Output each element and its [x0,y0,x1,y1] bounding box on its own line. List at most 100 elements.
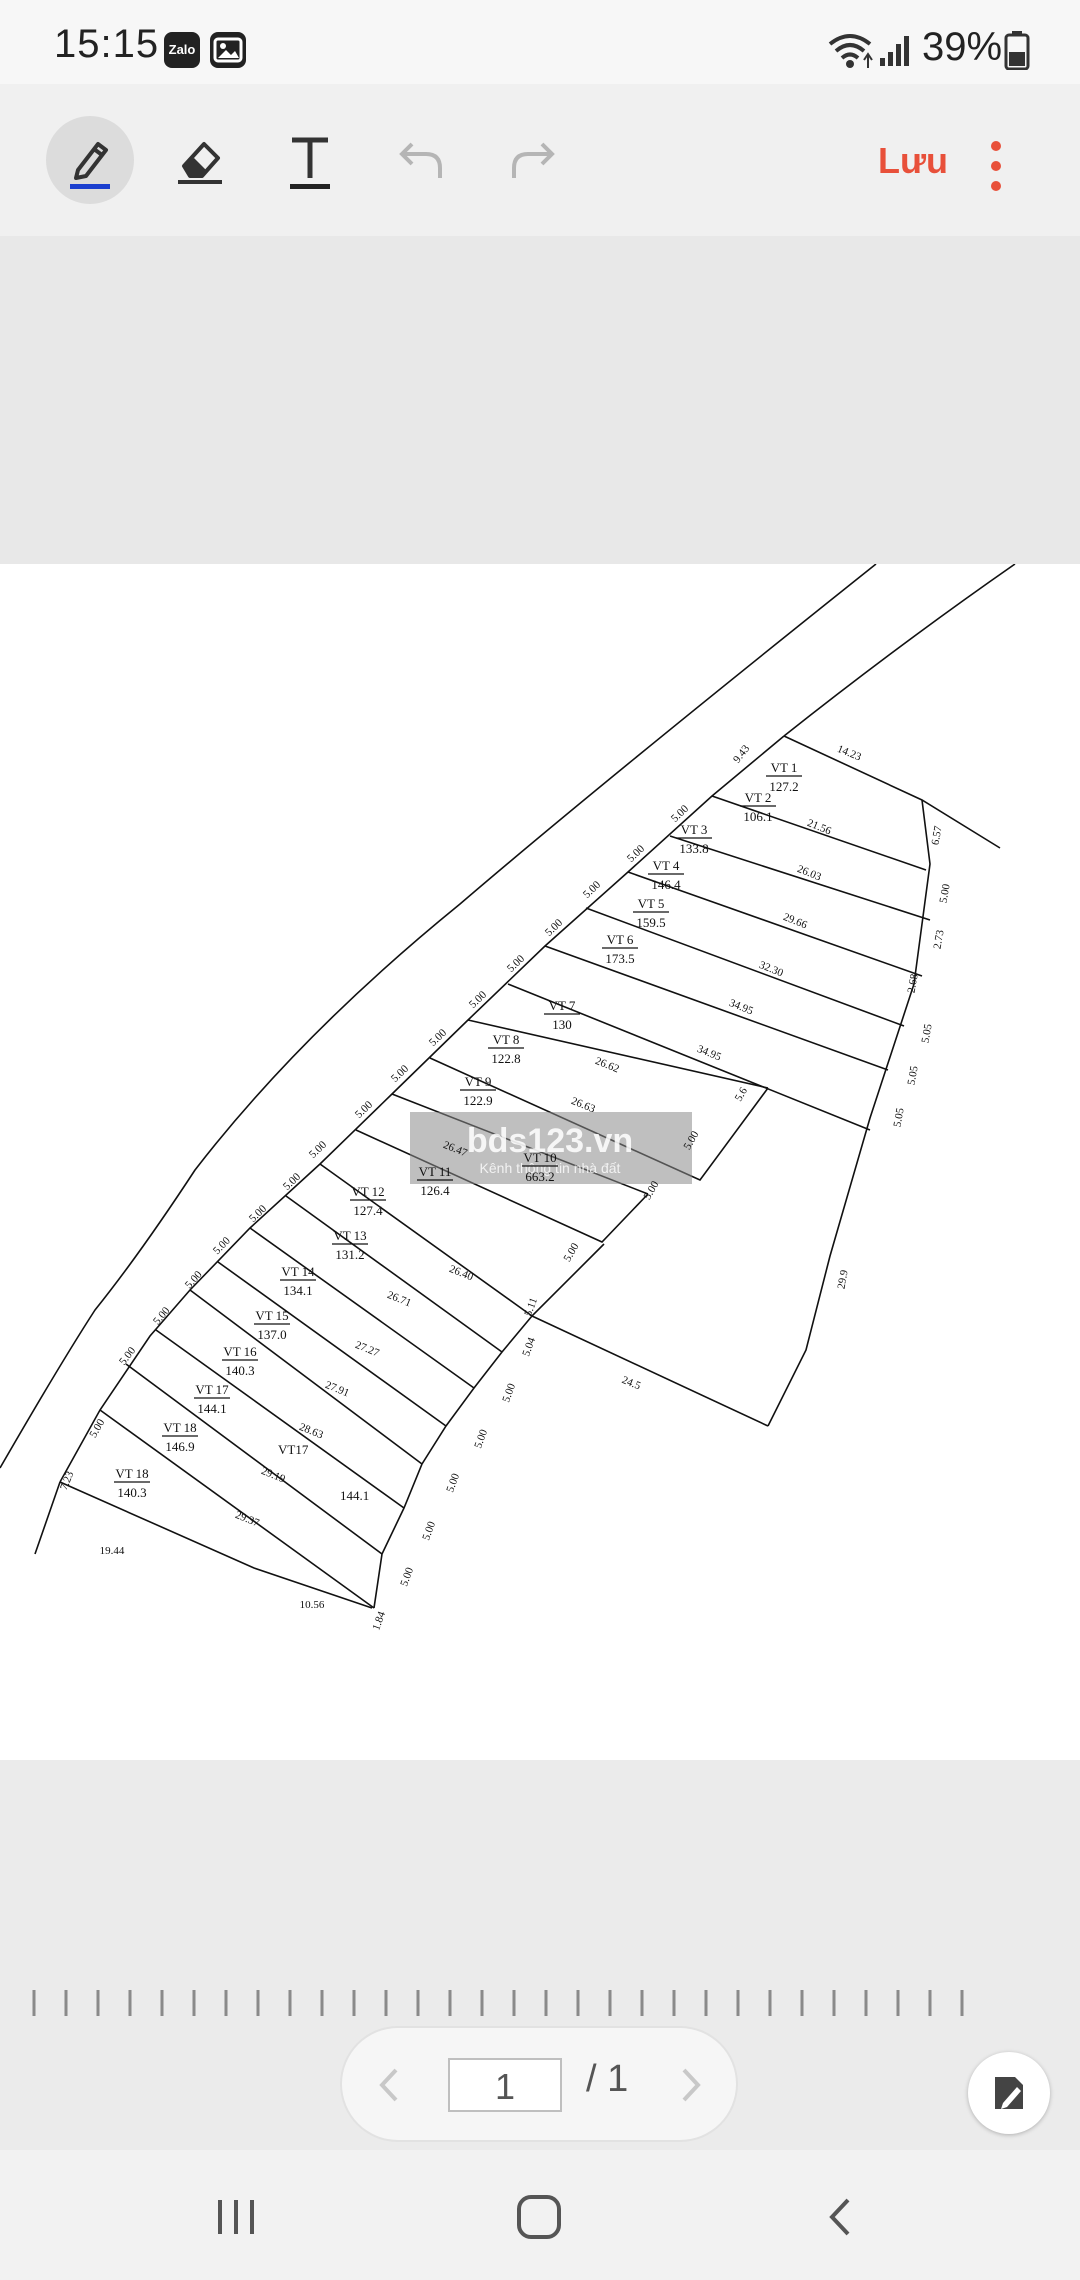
plot-name: VT 14 [281,1264,315,1279]
plot-area: 131.2 [335,1247,364,1262]
back-dimension: 5.00 [937,882,952,904]
plot-area: 146.4 [651,877,681,892]
front-dimension: 5.00 [353,1098,376,1120]
front-dimension: 5.00 [505,952,528,974]
back-dimension: 5.00 [444,1471,462,1494]
back-dimension: 5.00 [561,1241,581,1264]
plot-area: 159.5 [636,915,665,930]
chevron-right-icon[interactable] [676,2064,706,2106]
back-dimension: 5.11 [522,1296,540,1318]
plot-area: 122.8 [491,1051,520,1066]
more-vertical-icon[interactable] [978,136,1014,196]
back-dimension: 5.00 [420,1519,438,1542]
edit-document-button[interactable] [968,2052,1050,2134]
plot-label: VT 13 131.2 [332,1228,368,1262]
plot-name: VT 18 [163,1420,196,1435]
plot-name: VT 4 [653,858,680,873]
home-icon[interactable] [514,2192,564,2242]
status-time: 15:15 [54,22,160,66]
pen-icon[interactable] [46,116,134,204]
front-dimension: 5.00 [427,1026,450,1048]
depth-dimension: 14.23 [835,743,863,764]
plot-area: 134.1 [283,1283,312,1298]
eraser-icon[interactable] [156,116,244,204]
edit-document-icon [995,2077,1023,2109]
front-dimension: 5.00 [211,1234,233,1257]
back-dimension: 5.04 [520,1335,538,1358]
text-tool-icon[interactable] [266,116,354,204]
plot-area: 122.9 [463,1093,492,1108]
undo-icon[interactable] [378,116,466,204]
front-dimension: 5.00 [281,1170,304,1192]
save-button[interactable]: Lưu [878,140,949,181]
depth-dimension: 28.63 [297,1421,325,1442]
wifi-icon [828,34,873,68]
canvas-background [0,236,1080,564]
depth-dimension: 26.62 [593,1055,620,1075]
back-dimension: 5.05 [905,1064,920,1086]
depth-dimension: 29.37 [233,1509,261,1530]
plot-area: 173.5 [605,951,634,966]
plot-name: VT 3 [681,822,708,837]
plot-area: 106.1 [743,809,772,824]
plot-area: 663.2 [525,1169,554,1184]
plot-area: 126.4 [420,1183,450,1198]
status-bar: 15:15 Zalo 39% [0,0,1080,84]
plot-name: VT 17 [195,1382,229,1397]
depth-dimension: 27.91 [323,1379,350,1399]
depth-dimension: 29.19 [259,1465,287,1486]
gallery-icon [210,32,246,68]
depth-dimension: 10.56 [300,1599,325,1611]
front-dimension: 5.00 [87,1417,107,1440]
back-dimension: 5.6 [733,1085,751,1103]
battery-percent: 39% [922,25,1003,69]
battery-icon [1004,31,1030,70]
depth-dimension: 34.95 [727,997,755,1018]
annotation-toolbar: Lưu [0,84,1080,236]
back-dimension: 2.68 [905,972,920,994]
back-dimension: 29.9 [835,1268,850,1290]
recents-icon[interactable] [212,2194,260,2240]
depth-dimension: 21.56 [805,817,833,838]
navigation-bar [0,2150,1080,2280]
plot-name: VT 5 [638,896,665,911]
back-dimension: 24.5 [620,1374,643,1393]
front-dimension: 5.00 [247,1202,270,1224]
plot-drawing: bds123.vn Kênh thông tin nhà đất VT 1 127… [0,563,1016,1632]
signal-icon [880,36,909,66]
page-number-input[interactable]: 1 [448,2058,562,2112]
plot-area: 127.2 [769,779,798,794]
plot-area: 140.3 [225,1363,254,1378]
chevron-left-icon[interactable] [374,2064,404,2106]
plot-name: VT 13 [333,1228,366,1243]
back-dimension: 5.05 [919,1022,934,1044]
plot-name: VT 1 [771,760,798,775]
redo-icon[interactable] [488,116,576,204]
plot-name: VT 10 [523,1150,556,1165]
plot-label: VT 10 663.2 [522,1150,558,1184]
front-dimension: 5.00 [389,1062,412,1084]
watermark-text: bds123.vn [467,1122,633,1160]
plot-name: VT 15 [255,1308,288,1323]
zalo-icon: Zalo [164,32,200,68]
page-total: / 1 [586,2058,629,2100]
page-scrubber[interactable] [30,1988,974,2018]
front-dimension: 5.00 [183,1268,205,1291]
front-dimension: 5.00 [117,1344,139,1367]
back-icon[interactable] [820,2194,860,2240]
watermark-subtext: Kênh thông tin nhà đất [480,1160,621,1176]
document-page[interactable]: bds123.vn Kênh thông tin nhà đất VT 1 127… [0,563,1080,1760]
back-dimension: 1.84 [370,1609,388,1632]
back-dimension: 5.00 [398,1565,416,1588]
plot-label: VT 4 146.4 [648,858,684,892]
